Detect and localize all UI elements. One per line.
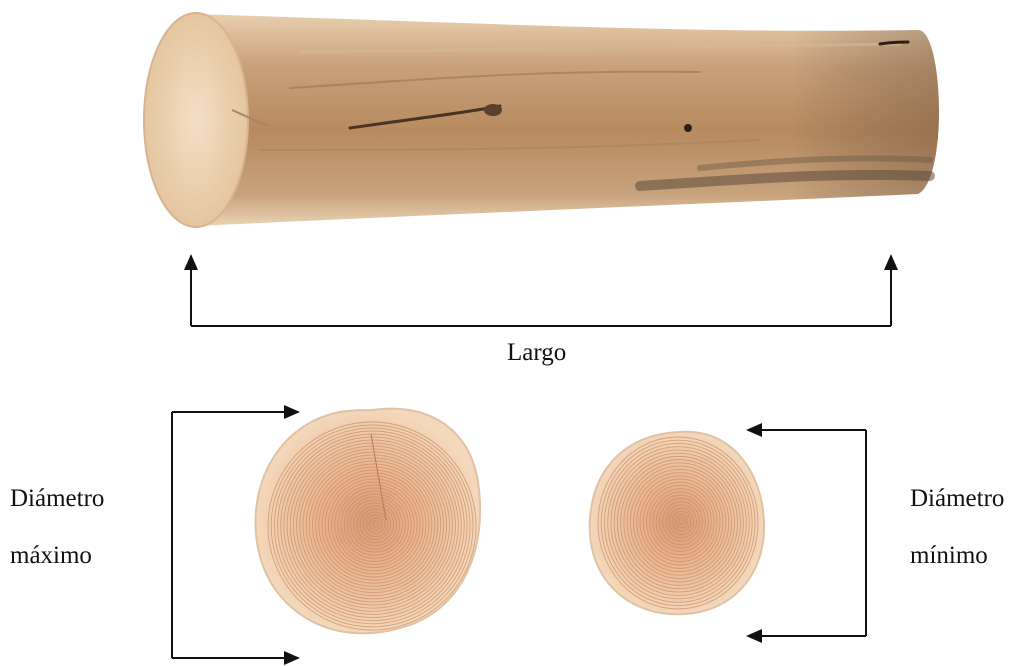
min-top-arrowhead — [746, 423, 762, 437]
length-dimension — [184, 254, 898, 326]
max-diameter-label-line1: Diámetro — [10, 484, 104, 514]
min-diameter-label-line1: Diámetro — [910, 484, 1004, 514]
min-diameter-label-line2: mínimo — [910, 541, 988, 571]
min-bottom-arrowhead — [746, 629, 762, 643]
length-left-arrowhead — [184, 254, 198, 270]
cross-section-small — [590, 432, 764, 615]
max-top-arrowhead — [284, 405, 300, 419]
log-end-face — [144, 13, 248, 227]
length-label: Largo — [507, 338, 566, 368]
max-bottom-arrowhead — [284, 651, 300, 665]
cross-section-large — [256, 409, 481, 634]
log-side-view — [144, 13, 939, 227]
length-right-arrowhead — [884, 254, 898, 270]
max-diameter-label-line2: máximo — [10, 541, 92, 571]
